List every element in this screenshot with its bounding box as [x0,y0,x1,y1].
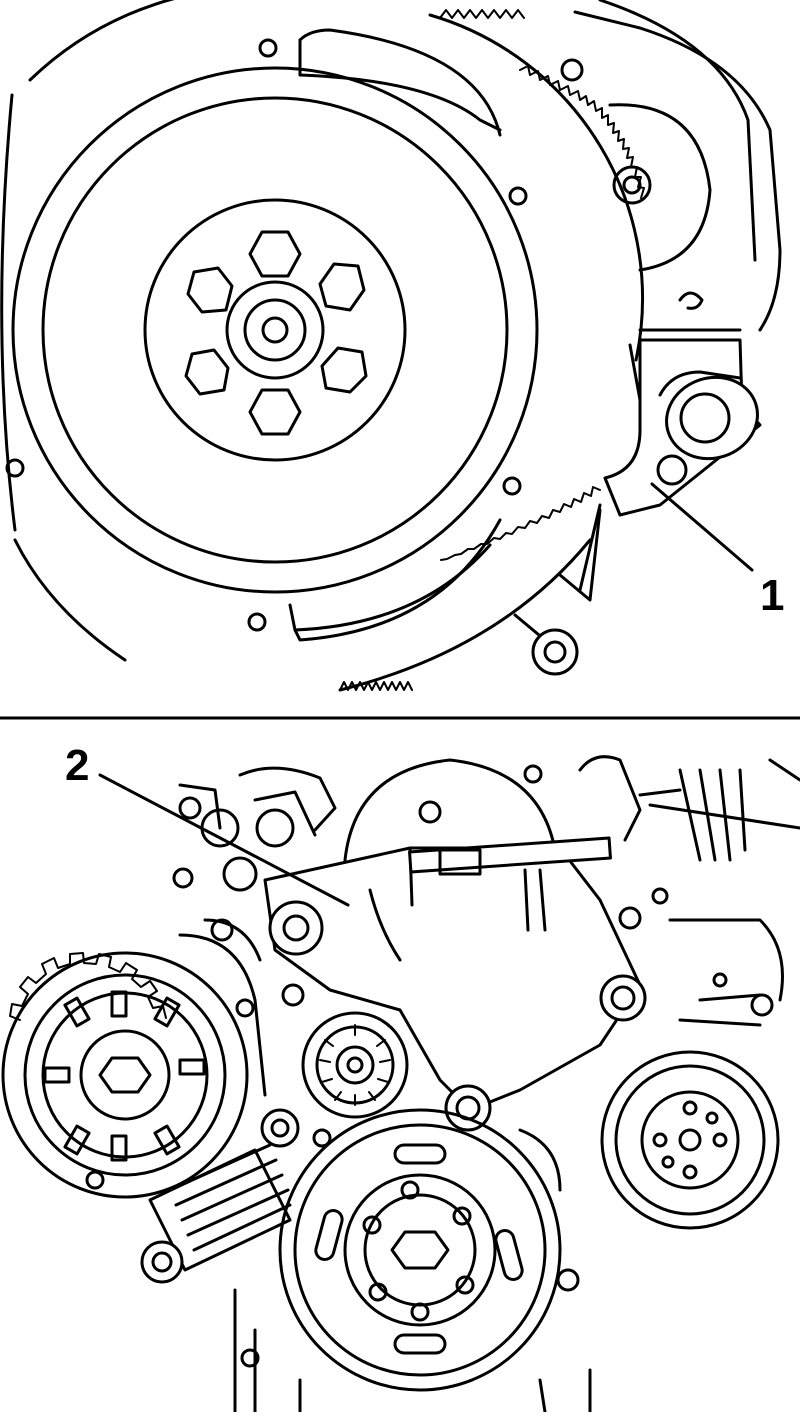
callout-1: 1 [650,482,784,620]
locking-tool [513,338,762,676]
camshaft-sprocket [1,918,305,1199]
callout-2: 2 [65,741,350,907]
callout-label: 2 [65,741,89,790]
belt-tensioner [85,1108,332,1284]
flywheel-bolt [320,346,368,394]
bottom-panel: 2 [1,741,800,1414]
callout-label: 1 [760,571,784,620]
auxiliary-pulley [600,1050,780,1230]
flywheel-bolt [318,262,366,312]
crankshaft-pulley [233,1108,592,1414]
timing-cover [263,836,647,1132]
flywheel-bolt [184,348,230,396]
flywheel [0,0,645,692]
flywheel-bolt [248,388,302,436]
flywheel-bolt [248,230,302,278]
engine-accessories-outline [172,755,800,1027]
flywheel-bolt [186,266,234,314]
tensioner-pulley [301,1011,409,1119]
engine-block-outline [560,0,782,332]
top-panel: 1 [0,0,784,692]
